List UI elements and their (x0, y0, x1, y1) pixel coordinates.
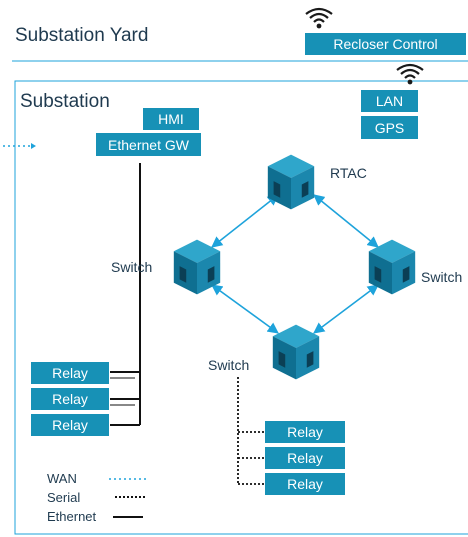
switch-right-label: Switch (421, 269, 463, 285)
rtac-label: RTAC (330, 165, 367, 181)
recloser-wifi-icon (304, 7, 334, 30)
hmi-box[interactable]: HMI (142, 107, 200, 131)
rtac-node-icon[interactable] (267, 154, 315, 210)
wan-arrowhead (31, 143, 36, 149)
switch-left-label: Switch (111, 259, 153, 275)
legend-ethernet-label: Ethernet (47, 509, 97, 524)
switch-left-node-icon[interactable] (173, 239, 221, 295)
link-rtac-switch-left (211, 194, 279, 248)
recloser-control-box[interactable]: Recloser Control (304, 32, 467, 56)
switch-bottom-label: Switch (208, 357, 250, 373)
relay-right-1[interactable]: Relay (264, 420, 346, 444)
switch-bottom-node-icon[interactable] (272, 324, 320, 380)
relay-left-3[interactable]: Relay (30, 413, 110, 437)
relay-right-2[interactable]: Relay (264, 446, 346, 470)
link-switch-left-bottom (211, 284, 279, 334)
lan-box[interactable]: LAN (360, 89, 419, 113)
link-rtac-switch-right (313, 194, 379, 248)
relay-right-3[interactable]: Relay (264, 472, 346, 496)
yard-title: Substation Yard (15, 25, 149, 46)
switch-right-node-icon[interactable] (368, 239, 416, 295)
relay-left-1[interactable]: Relay (30, 361, 110, 385)
link-switch-right-bottom (313, 284, 379, 334)
ethernet-gw-box[interactable]: Ethernet GW (95, 132, 202, 157)
substation-title: Substation (20, 91, 110, 112)
gps-box[interactable]: GPS (360, 115, 419, 140)
legend-serial-label: Serial (47, 490, 81, 505)
relay-left-2[interactable]: Relay (30, 387, 110, 411)
legend-wan-label: WAN (47, 471, 77, 486)
substation-boundary (14, 80, 468, 535)
